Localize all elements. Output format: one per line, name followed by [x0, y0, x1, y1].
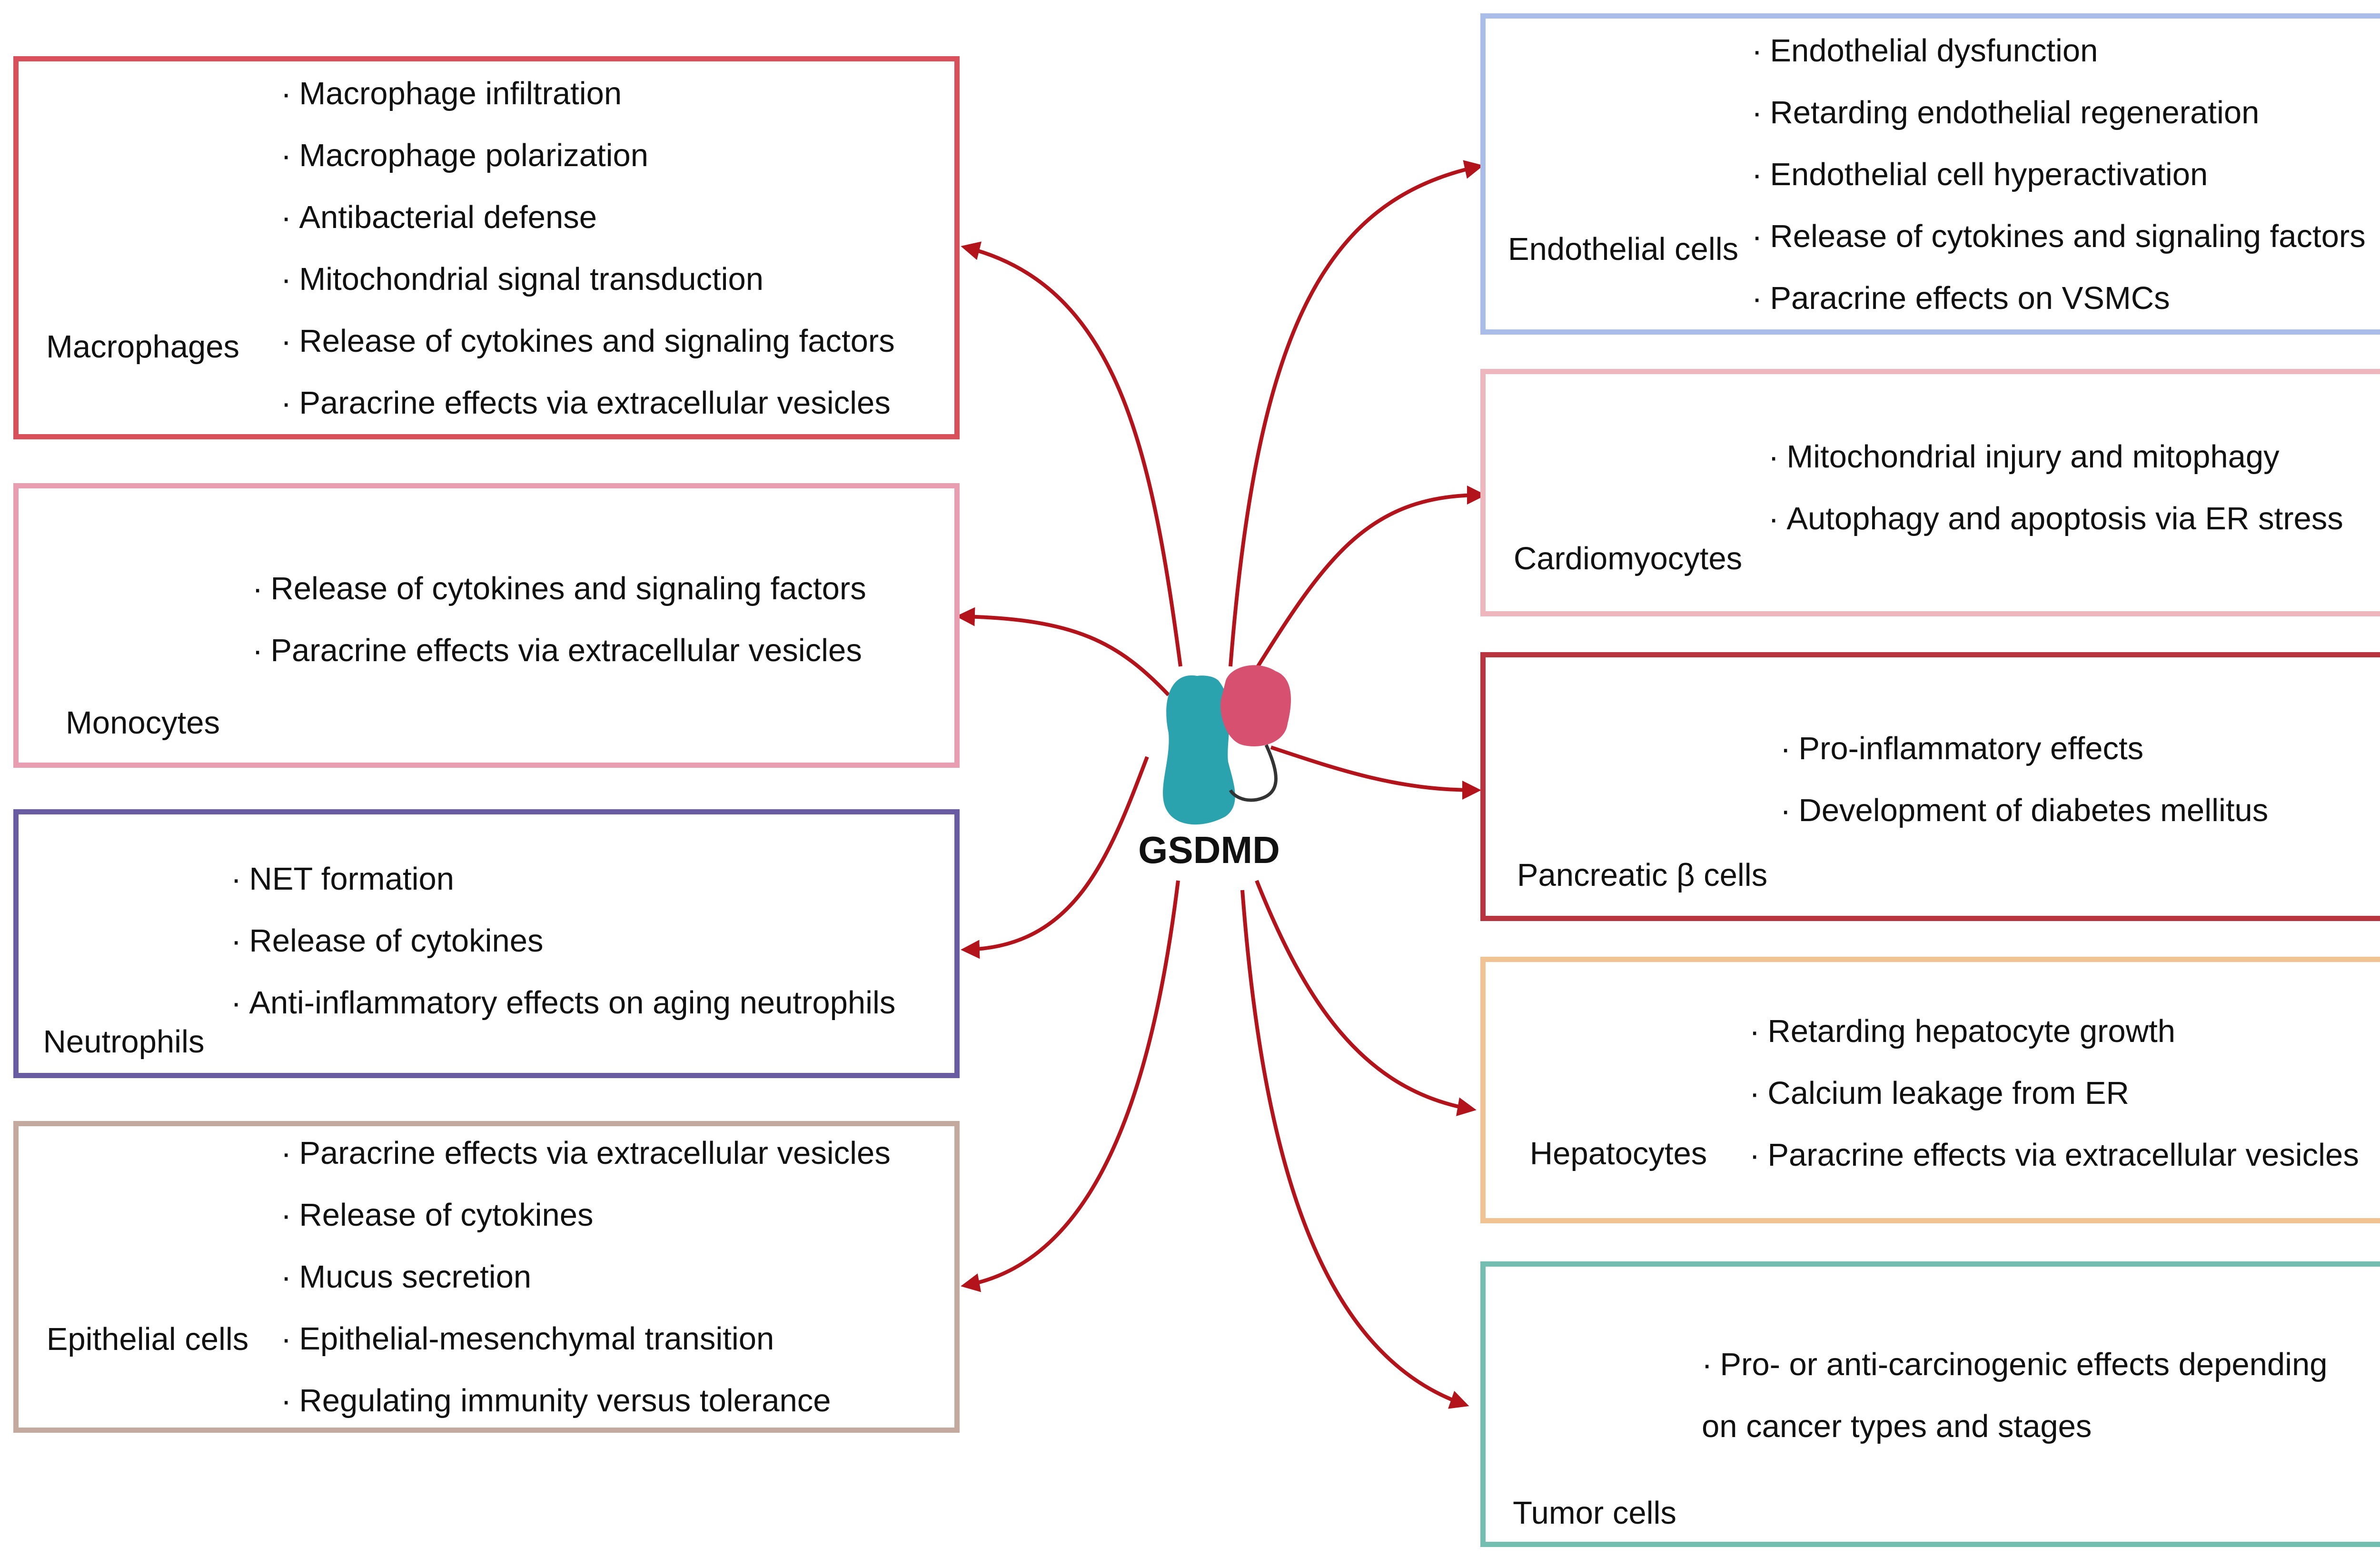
macrophages-box: [13, 56, 960, 439]
list-item: ·Endothelial dysfunction: [1752, 33, 2098, 69]
list-item: ·Retarding hepatocyte growth: [1749, 1013, 2175, 1049]
list-item: ·Pro-inflammatory effects: [1780, 731, 2144, 766]
list-item: on cancer types and stages: [1702, 1408, 2092, 1444]
list-item: ·Paracrine effects on VSMCs: [1752, 280, 2170, 316]
list-item: ·Calcium leakage from ER: [1749, 1075, 2129, 1111]
cardiomyocytes-label: Cardiomyocytes: [1513, 541, 1743, 576]
list-item: ·Mitochondrial injury and mitophagy: [1768, 439, 2280, 475]
hepatocytes-effects: ·Retarding hepatocyte growth ·Calcium le…: [1749, 1001, 2359, 1186]
list-item: ·Antibacterial defense: [281, 199, 597, 235]
arrow-to-endothelial: [1229, 160, 1484, 667]
tumor-effects: ·Pro- or anti-carcinogenic effects depen…: [1702, 1334, 2328, 1458]
monocytes-effects: ·Release of cytokines and signaling fact…: [252, 558, 866, 682]
arrow-to-neutrophils: [961, 756, 1149, 959]
list-item: ·Mitochondrial signal transduction: [281, 261, 764, 297]
arrow-to-monocytes: [956, 607, 1170, 696]
list-item: ·Epithelial-mesenchymal transition: [281, 1321, 774, 1357]
list-item: ·Macrophage polarization: [281, 138, 649, 173]
list-item: ·Release of cytokines and signaling fact…: [252, 571, 866, 606]
arrow-to-hepatocytes: [1255, 880, 1477, 1116]
arrow-to-tumor: [1240, 890, 1469, 1409]
cardiomyocytes-box: [1480, 369, 2380, 616]
pancreatic-box: [1480, 652, 2380, 921]
neutrophils-label: Neutrophils: [43, 1024, 205, 1060]
list-item: ·Endothelial cell hyperactivation: [1752, 157, 2208, 192]
list-item: ·Regulating immunity versus tolerance: [281, 1383, 831, 1418]
neutrophils-box: [13, 809, 960, 1078]
epithelial-box: [13, 1121, 960, 1433]
cardiomyocytes-effects: ·Mitochondrial injury and mitophagy ·Aut…: [1768, 426, 2343, 550]
list-item: ·Autophagy and apoptosis via ER stress: [1768, 501, 2343, 536]
list-item: ·Release of cytokines and signaling fact…: [281, 323, 895, 359]
macrophages-effects: ·Macrophage infiltration ·Macrophage pol…: [281, 63, 895, 434]
epithelial-label: Epithelial cells: [46, 1321, 249, 1357]
hepatocytes-label: Hepatocytes: [1529, 1136, 1707, 1171]
list-item: ·Release of cytokines and signaling fact…: [1752, 218, 2366, 254]
list-item: ·Release of cytokines: [231, 923, 544, 959]
list-item: ·Paracrine effects via extracellular ves…: [281, 1135, 891, 1171]
tumor-box: [1480, 1261, 2380, 1547]
hepatocytes-box: [1480, 957, 2380, 1223]
monocytes-label: Monocytes: [66, 705, 220, 741]
gsdmd-protein-icon: [1163, 665, 1291, 825]
endothelial-label: Endothelial cells: [1507, 231, 1739, 267]
list-item: ·Release of cytokines: [281, 1197, 594, 1233]
neutrophils-effects: ·NET formation ·Release of cytokines ·An…: [231, 848, 895, 1034]
list-item: ·Development of diabetes mellitus: [1780, 793, 2269, 828]
pancreatic-label: Pancreatic β cells: [1517, 857, 1768, 893]
arrow-to-macrophages: [961, 241, 1182, 667]
gsdmd-label: GSDMD: [1138, 829, 1280, 871]
list-item: ·Paracrine effects via extracellular ves…: [1749, 1137, 2359, 1173]
endothelial-effects: ·Endothelial dysfunction ·Retarding endo…: [1752, 20, 2366, 329]
arrow-to-epithelial: [961, 880, 1180, 1292]
list-item: ·NET formation: [231, 861, 455, 897]
list-item: ·Paracrine effects via extracellular ves…: [281, 385, 891, 421]
list-item: ·Pro- or anti-carcinogenic effects depen…: [1702, 1347, 2328, 1382]
monocytes-box: [13, 483, 960, 768]
macrophages-label: Macrophages: [46, 329, 239, 365]
list-item: ·Anti-inflammatory effects on aging neut…: [231, 985, 896, 1021]
pancreatic-effects: ·Pro-inflammatory effects ·Development o…: [1780, 718, 2268, 842]
list-item: ·Mucus secretion: [281, 1259, 532, 1295]
arrow-to-cardiomyocytes: [1250, 486, 1486, 677]
list-item: ·Macrophage infiltration: [281, 76, 622, 111]
list-item: ·Paracrine effects via extracellular ves…: [252, 633, 862, 668]
epithelial-effects: ·Paracrine effects via extracellular ves…: [281, 1122, 891, 1432]
list-item: ·Retarding endothelial regeneration: [1752, 95, 2260, 130]
arrow-to-pancreatic: [1270, 745, 1481, 800]
endothelial-box: [1480, 13, 2380, 335]
tumor-label: Tumor cells: [1513, 1495, 1676, 1531]
